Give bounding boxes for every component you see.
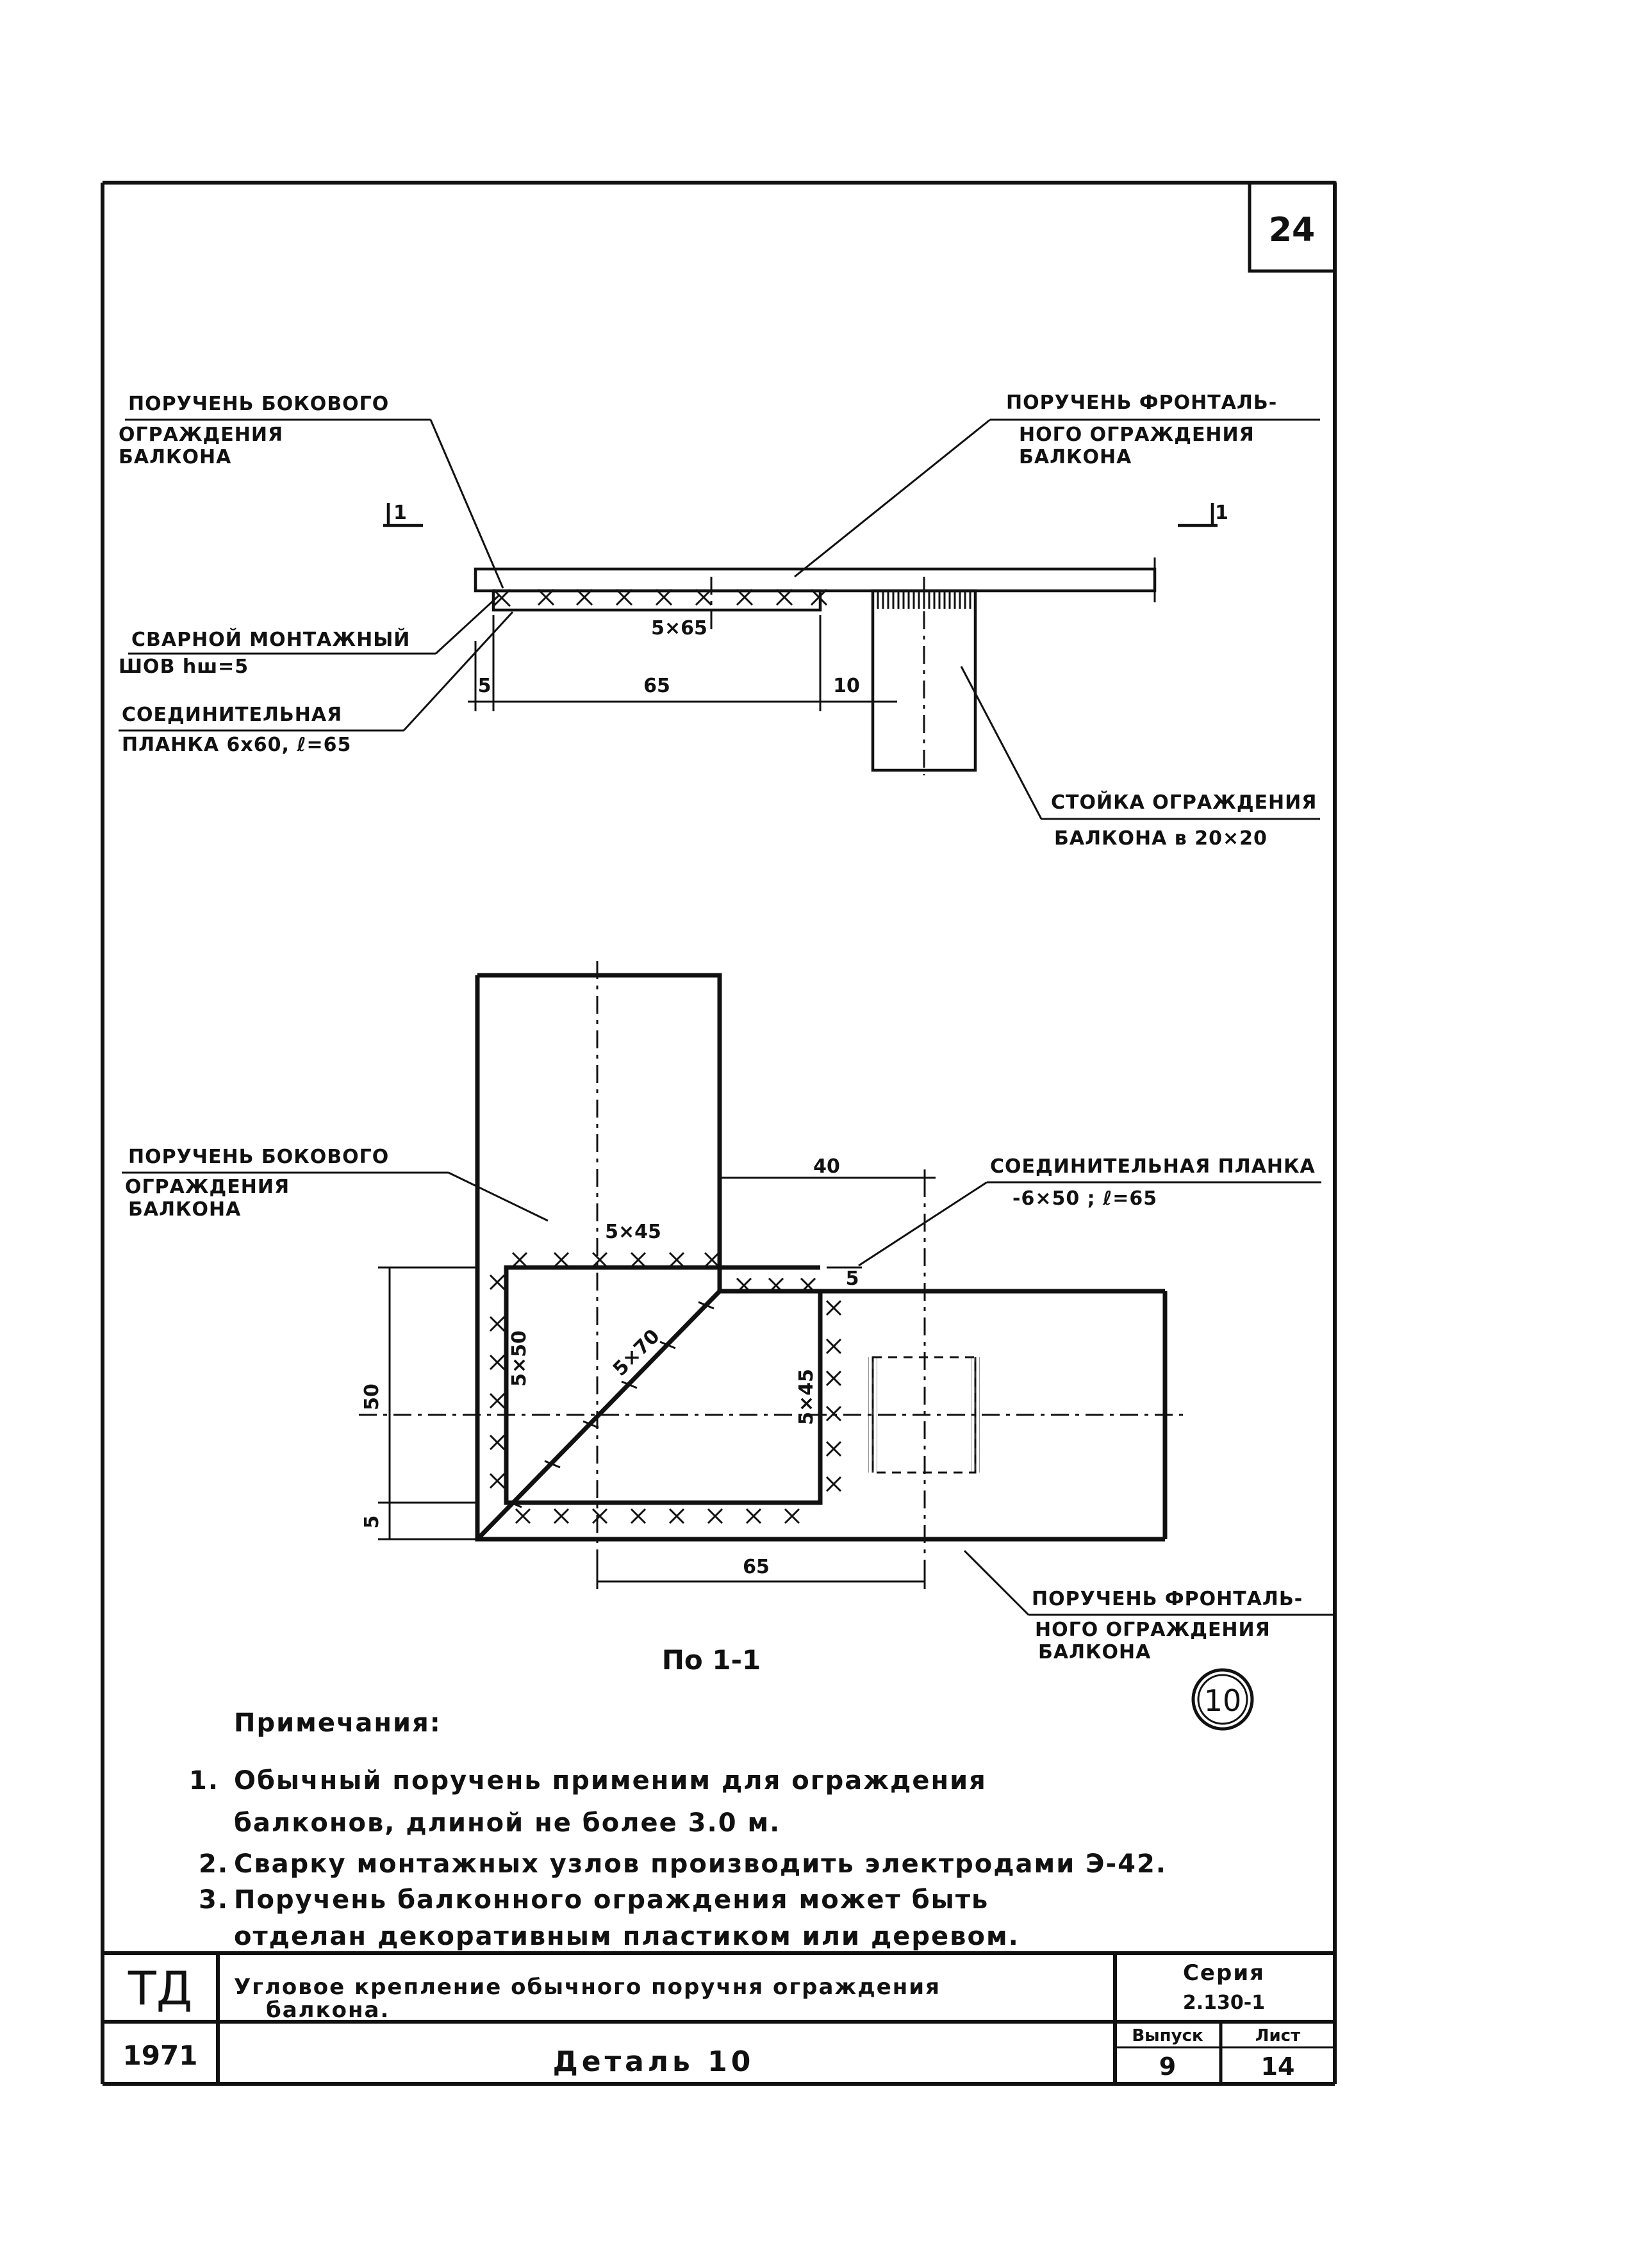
dim-50-plan: 50 <box>361 1383 383 1410</box>
sheet-value: 14 <box>1261 2052 1295 2081</box>
svg-text:СОЕДИНИТЕЛЬНАЯ: СОЕДИНИТЕЛЬНАЯ <box>122 704 342 726</box>
post-elevation <box>871 577 977 775</box>
series-label: Серия <box>1183 1960 1265 1986</box>
sheet-frame <box>101 181 1337 2086</box>
label-plate-plan: СОЕДИНИТЕЛЬНАЯ ПЛАНКА -6×50 ; ℓ=65 <box>858 1155 1321 1267</box>
label-side-rail-elevation: ПОРУЧЕНЬ БОКОВОГО ОГРАЖДЕНИЯ БАЛКОНА <box>119 393 504 589</box>
svg-text:ШОВ hш=5: ШОВ hш=5 <box>119 656 249 678</box>
svg-text:-6×50 ; ℓ=65: -6×50 ; ℓ=65 <box>1012 1187 1157 1210</box>
svg-text:ПОРУЧЕНЬ ФРОНТАЛЬ-: ПОРУЧЕНЬ ФРОНТАЛЬ- <box>1032 1588 1303 1610</box>
note-1-line-1: Обычный поручень применим для ограждения <box>234 1766 987 1796</box>
svg-text:БАЛКОНА: БАЛКОНА <box>128 1198 241 1221</box>
svg-text:СВАРНОЙ МОНТАЖНЫЙ: СВАРНОЙ МОНТАЖНЫЙ <box>131 628 410 651</box>
svg-text:1: 1 <box>393 502 407 524</box>
svg-text:НОГО ОГРАЖДЕНИЯ: НОГО ОГРАЖДЕНИЯ <box>1035 1619 1271 1641</box>
detail-marker: 10 <box>1191 1668 1254 1731</box>
label-front-rail-plan: ПОРУЧЕНЬ ФРОНТАЛЬ- НОГО ОГРАЖДЕНИЯ БАЛКО… <box>963 1549 1333 1663</box>
connecting-plate-plan <box>504 1265 823 1505</box>
svg-text:ПОРУЧЕНЬ БОКОВОГО: ПОРУЧЕНЬ БОКОВОГО <box>128 1146 389 1168</box>
weld-label-left: 5×50 <box>508 1330 531 1387</box>
svg-text:10: 10 <box>1204 1683 1242 1718</box>
svg-text:ПОРУЧЕНЬ ФРОНТАЛЬ-: ПОРУЧЕНЬ ФРОНТАЛЬ- <box>1006 392 1277 414</box>
label-post-elevation: СТОЙКА ОГРАЖДЕНИЯ БАЛКОНА в 20×20 <box>960 666 1320 850</box>
title-line-1: Угловое крепление обычного поручня ограж… <box>234 1974 941 2000</box>
label-weld-elevation: СВАРНОЙ МОНТАЖНЫЙ ШОВ hш=5 <box>119 593 501 678</box>
label-front-rail-elevation: ПОРУЧЕНЬ ФРОНТАЛЬ- НОГО ОГРАЖДЕНИЯ БАЛКО… <box>794 392 1320 578</box>
sheet-number-box: 24 <box>1248 181 1337 273</box>
sheet-label: Лист <box>1255 2026 1300 2045</box>
handrail-elevation <box>474 567 1157 593</box>
svg-text:1: 1 <box>1215 502 1228 524</box>
notes-heading: Примечания: <box>234 1708 442 1738</box>
svg-text:НОГО ОГРАЖДЕНИЯ: НОГО ОГРАЖДЕНИЯ <box>1019 424 1255 446</box>
plan-view: 5×45 5×50 5×70 5×45 40 5 50 5 65 <box>122 961 1333 1731</box>
svg-text:ОГРАЖДЕНИЯ: ОГРАЖДЕНИЯ <box>125 1176 290 1198</box>
centerlines-plan <box>359 961 1185 1564</box>
dim-5-elevation: 5 <box>478 675 491 697</box>
section-mark-left: 1 <box>383 502 423 527</box>
issue-value: 9 <box>1159 2052 1176 2081</box>
diagonal-seam <box>475 1289 722 1541</box>
side-rail-plan <box>475 973 820 1542</box>
year: 1971 <box>123 2040 198 2071</box>
weld-label-elevation: 5×65 <box>651 617 707 640</box>
svg-text:3.: 3. <box>199 1885 229 1915</box>
svg-text:БАЛКОНА: БАЛКОНА <box>119 446 231 468</box>
svg-text:ПЛАНКА 6x60, ℓ=65: ПЛАНКА 6x60, ℓ=65 <box>122 734 351 756</box>
dim-65-plan: 65 <box>743 1556 770 1578</box>
note-2-line-1: Сварку монтажных узлов производить элект… <box>234 1849 1167 1879</box>
section-caption: По 1-1 <box>662 1644 761 1676</box>
svg-text:1.: 1. <box>189 1766 219 1796</box>
series-value: 2.130-1 <box>1183 1992 1265 2014</box>
section-mark-right: 1 <box>1178 502 1228 527</box>
svg-text:ОГРАЖДЕНИЯ: ОГРАЖДЕНИЯ <box>119 424 283 446</box>
svg-text:БАЛКОНА: БАЛКОНА <box>1019 446 1132 468</box>
weld-crosses-plan <box>489 1251 842 1524</box>
svg-text:СТОЙКА ОГРАЖДЕНИЯ: СТОЙКА ОГРАЖДЕНИЯ <box>1051 791 1317 814</box>
svg-text:СОЕДИНИТЕЛЬНАЯ ПЛАНКА: СОЕДИНИТЕЛЬНАЯ ПЛАНКА <box>990 1155 1316 1178</box>
svg-text:ПОРУЧЕНЬ БОКОВОГО: ПОРУЧЕНЬ БОКОВОГО <box>128 393 389 415</box>
post-section-plan <box>868 1356 980 1474</box>
note-1-line-2: балконов, длиной не более 3.0 м. <box>234 1808 781 1838</box>
elevation-view: 1 1 5×65 <box>119 392 1320 850</box>
weld-label-right: 5×45 <box>795 1369 818 1425</box>
title-line-2: балкона. <box>266 1997 390 2023</box>
dim-65-elevation: 65 <box>643 675 670 697</box>
dim-40-plan: 40 <box>813 1155 840 1178</box>
note-3-line-1: Поручень балконного ограждения может быт… <box>234 1885 989 1915</box>
weld-crosses-elevation <box>492 588 828 607</box>
label-plate-elevation: СОЕДИНИТЕЛЬНАЯ ПЛАНКА 6x60, ℓ=65 <box>119 611 514 756</box>
label-side-rail-plan: ПОРУЧЕНЬ БОКОВОГО ОГРАЖДЕНИЯ БАЛКОНА <box>122 1146 549 1222</box>
title-block: ТД 1971 Угловое крепление обычного поруч… <box>103 1951 1335 2084</box>
notes-block: Примечания: 1. Обычный поручень применим… <box>189 1708 1167 1951</box>
org-mark: ТД <box>128 1961 192 2015</box>
dim-5-left-plan: 5 <box>361 1515 383 1529</box>
dim-5-top-plan: 5 <box>846 1267 859 1290</box>
svg-text:БАЛКОНА в 20×20: БАЛКОНА в 20×20 <box>1054 827 1268 850</box>
detail-title: Деталь 10 <box>553 2045 755 2078</box>
note-3-line-2: отделан декоративным пластиком или дерев… <box>234 1922 1020 1951</box>
plan-dimensions <box>378 1169 936 1589</box>
issue-label: Выпуск <box>1132 2026 1203 2045</box>
dim-10-elevation: 10 <box>833 675 860 697</box>
sheet-number: 24 <box>1269 211 1315 249</box>
svg-text:БАЛКОНА: БАЛКОНА <box>1038 1641 1151 1663</box>
weld-label-top: 5×45 <box>605 1221 661 1243</box>
svg-text:2.: 2. <box>199 1849 229 1879</box>
weld-label-diagonal: 5×70 <box>609 1325 665 1381</box>
